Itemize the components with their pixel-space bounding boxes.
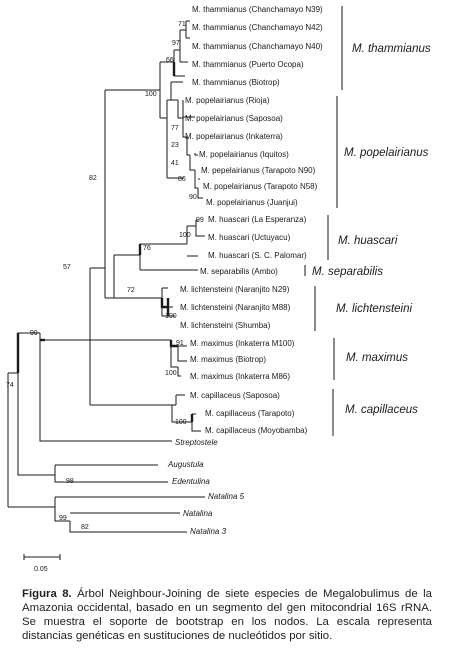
bootstrap-value: 100 (165, 313, 177, 320)
phylogenetic-tree: M. thammianus (Chanchamayo N39) M. thamm… (6, 5, 431, 573)
leaf-label: M. popelairianus (Inkaterra) (185, 132, 283, 141)
bootstrap-value: 41 (171, 160, 179, 167)
bootstrap-value: 82 (89, 175, 97, 182)
scale-bar: 0.05 (23, 554, 61, 573)
leaf-label: M. thammianus (Puerto Ocopa) (192, 60, 304, 69)
leaf-labels: M. thammianus (Chanchamayo N39) M. thamm… (167, 5, 323, 536)
leaf-label: M. lichtensteini (Naranjito M88) (180, 303, 291, 312)
bootstrap-value: 99 (59, 515, 67, 522)
leaf-label: M. huascari (S. C. Palomar) (208, 251, 307, 260)
leaf-label: M. popelairianus (Rioja) (185, 96, 270, 105)
leaf-label: M. popelairianus (Saposoa) (185, 114, 283, 123)
bootstrap-value: 76 (143, 245, 151, 252)
leaf-label: M. popelairianus (Iquitos) (199, 150, 289, 159)
leaf-label: M. huascari (La Esperanza) (208, 215, 307, 224)
bootstrap-value: 23 (171, 142, 179, 149)
tree-branches (7, 20, 205, 533)
bootstrap-value: 97 (172, 40, 180, 47)
bootstrap-value: 86 (178, 176, 186, 183)
figure-caption: Figura 8. Árbol Neighbour-Joining de sie… (22, 587, 432, 643)
leaf-label: M. pepelairianus (Tarapoto N90) (201, 166, 316, 175)
bootstrap-value: 99 (30, 330, 38, 337)
leaf-label: Augustula (167, 460, 204, 469)
leaf-label: M. lichtensteini (Naranjito N29) (180, 285, 290, 294)
clade-label: M. maximus (346, 352, 408, 364)
bootstrap-value: 57 (63, 264, 71, 271)
leaf-label: M. separabilis (Ambo) (200, 267, 278, 276)
thick-branches (16, 62, 194, 422)
clade-brackets (304, 6, 343, 436)
leaf-label: Edentulina (172, 477, 210, 486)
bootstrap-value: 99 (196, 217, 204, 224)
clade-label: M. lichtensteini (336, 303, 413, 315)
leaf-label: M. maximus (Biotrop) (190, 355, 266, 364)
clade-label: M. popelairianus (344, 147, 429, 159)
leaf-label: Streptostele (175, 438, 218, 447)
leaf-label: M. maximus (Inkaterra M100) (190, 339, 295, 348)
clade-labels: M. thammianus M. popelairianus M. huasca… (312, 43, 431, 416)
leaf-label: Natalina (183, 509, 213, 518)
leaf-label: M. popelairianus (Tarapoto N58) (203, 182, 318, 191)
bootstrap-value: 66 (166, 57, 174, 64)
leaf-label: M. capillaceus (Moyobamba) (205, 426, 308, 435)
bootstrap-value: 100 (145, 91, 157, 98)
bootstrap-value: 90 (189, 194, 197, 201)
clade-label: M. separabilis (312, 266, 383, 278)
bootstrap-value: 98 (66, 478, 74, 485)
leaf-label: M. huascari (Uctuyacu) (208, 233, 291, 242)
caption-text: Árbol Neighbour-Joining de siete especie… (22, 588, 432, 642)
clade-label: M. capillaceus (345, 404, 418, 416)
bootstrap-value: 82 (81, 524, 89, 531)
leaf-label: Natalina 3 (190, 527, 227, 536)
bootstrap-value: 71 (178, 21, 186, 28)
bootstrap-value: 74 (6, 382, 14, 389)
bootstrap-value: 72 (127, 287, 135, 294)
bootstrap-value: 100 (165, 370, 177, 377)
bootstrap-value: 100 (179, 232, 191, 239)
leaf-label: M. thammianus (Chanchamayo N39) (192, 5, 323, 14)
clade-label: M. thammianus (352, 43, 431, 55)
leaf-label: M. thammianus (Chanchamayo N42) (192, 23, 323, 32)
leaf-label: Natalina 5 (208, 492, 245, 501)
bootstrap-value: 100 (175, 419, 187, 426)
leaf-label: M. capillaceus (Saposoa) (190, 391, 280, 400)
leaf-label: M. thammianus (Biotrop) (192, 78, 280, 87)
leaf-label: M. capillaceus (Tarapoto) (205, 409, 295, 418)
leaf-label: M. thammianus (Chanchamayo N40) (192, 42, 323, 51)
leaf-label: M. maximus (Inkaterra M86) (190, 372, 290, 381)
bootstrap-value: 77 (171, 125, 179, 132)
bootstrap-values: 71 97 66 100 77 23 41 86 90 82 99 100 76… (6, 21, 204, 531)
bootstrap-value: 91 (176, 340, 184, 347)
clade-label: M. huascari (338, 235, 398, 247)
leaf-label: M. lichtensteini (Shumba) (180, 321, 271, 330)
leaf-label: M. popelairianus (Juanjui) (206, 198, 298, 207)
scale-label: 0.05 (34, 566, 48, 573)
caption-label: Figura 8. (22, 588, 72, 600)
